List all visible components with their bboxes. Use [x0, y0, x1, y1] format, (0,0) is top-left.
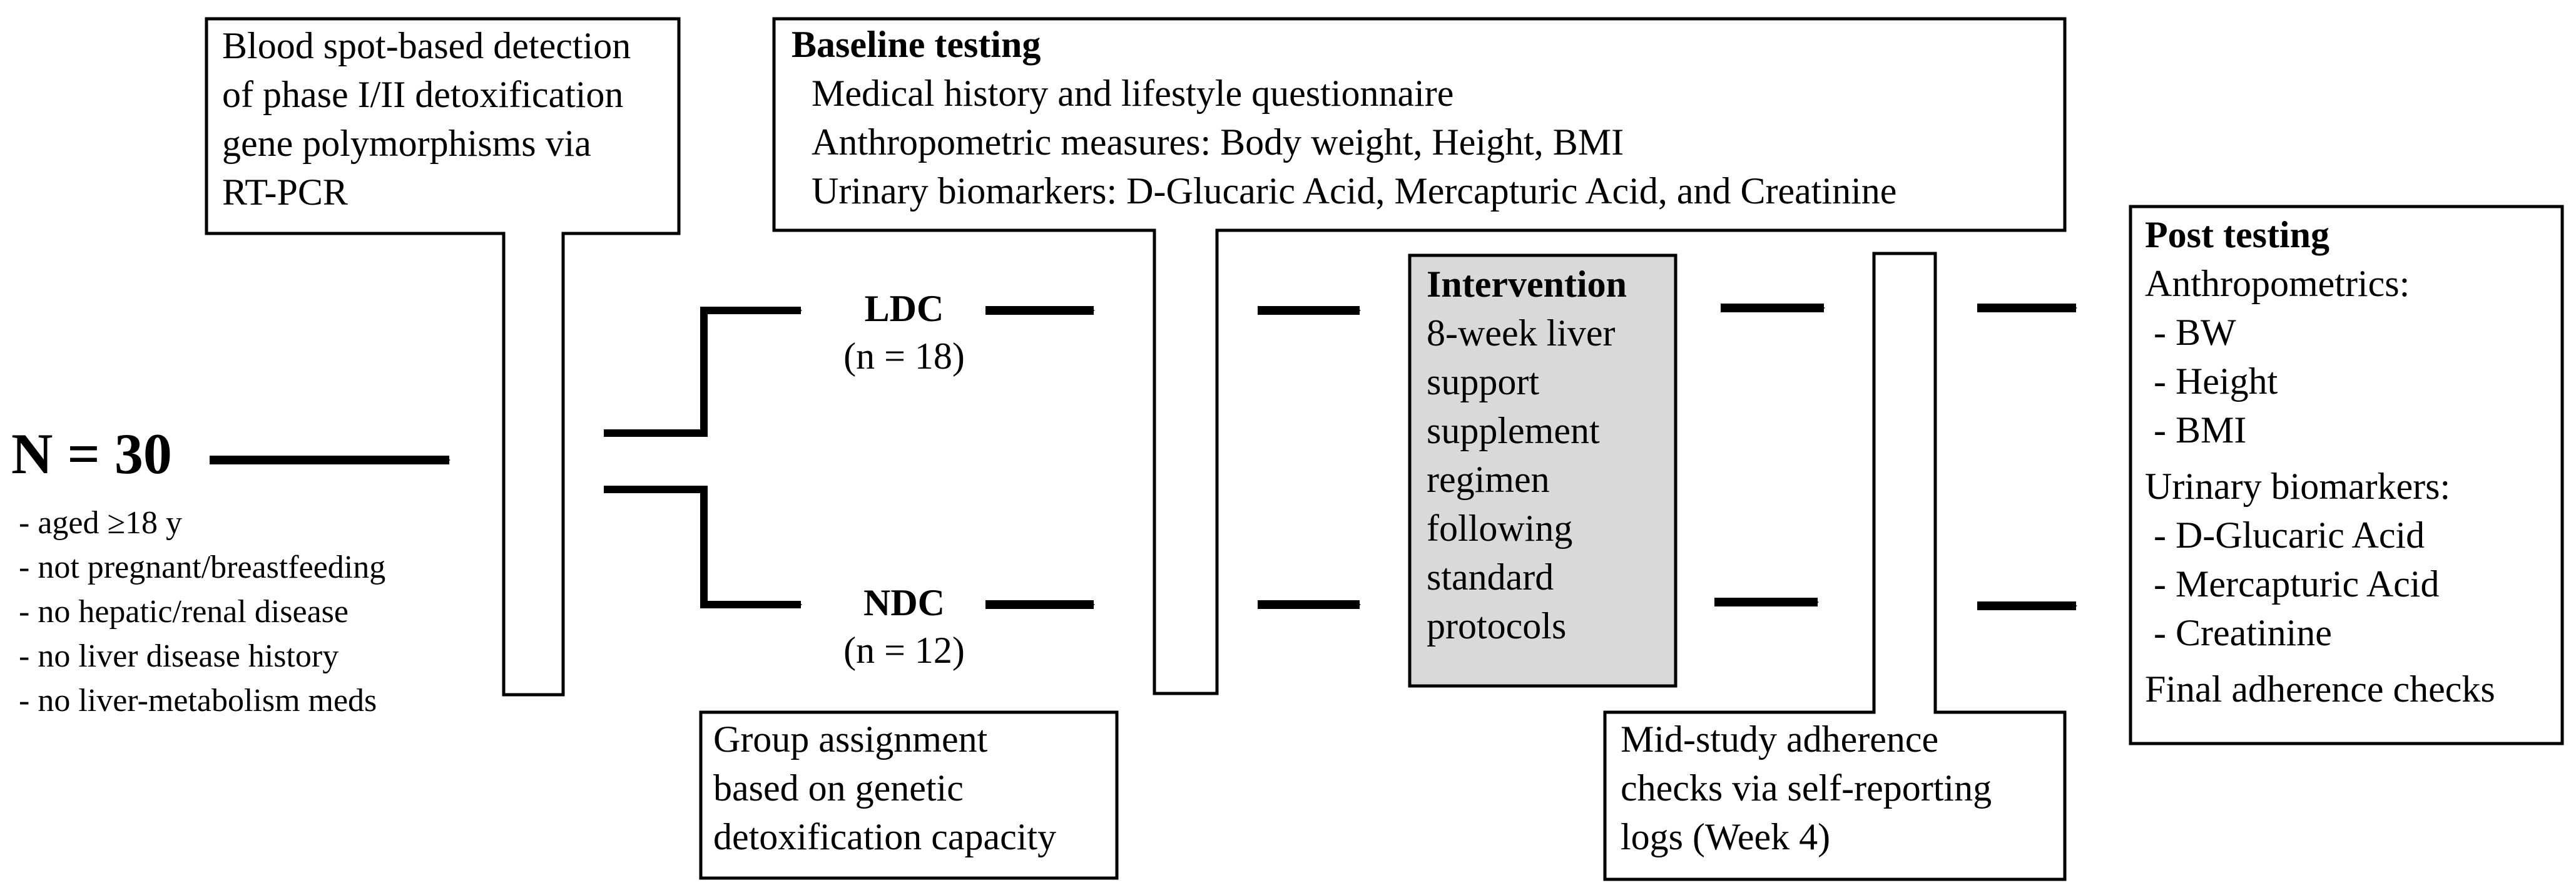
- ldc-group: LDC (n = 18): [813, 285, 995, 380]
- criteria-item: - no hepatic/renal disease: [19, 594, 349, 630]
- post-urinary-item: - Mercapturic Acid: [2154, 563, 2440, 605]
- ldc-count: (n = 18): [843, 335, 965, 377]
- intervention-text: Intervention 8-week liver support supple…: [1427, 260, 1627, 650]
- baseline-text: Baseline testing Medical history and lif…: [792, 20, 1896, 215]
- criteria-item: - not pregnant/breastfeeding: [19, 550, 386, 585]
- screening-box-outline: [205, 17, 681, 697]
- midstudy-line: checks via self-reporting: [1621, 767, 1992, 809]
- assignment-line: detoxification capacity: [713, 816, 1057, 857]
- baseline-line: Anthropometric measures: Body weight, He…: [812, 121, 1624, 163]
- post-text: Post testing Anthropometrics: - BW - Hei…: [2145, 210, 2495, 713]
- criteria-item: - aged ≥18 y: [19, 505, 183, 541]
- intervention-title: Intervention: [1427, 263, 1627, 305]
- intervention-line: supplement: [1427, 410, 1600, 451]
- assignment-box-outline: [699, 710, 1119, 880]
- midstudy-line: logs (Week 4): [1621, 816, 1831, 857]
- baseline-line: Urinary biomarkers: D-Glucaric Acid, Mer…: [812, 170, 1897, 212]
- split-lower: [604, 486, 802, 608]
- post-anthro-item: - BMI: [2154, 409, 2247, 451]
- criteria-item: - no liver disease history: [19, 638, 339, 674]
- intervention-box-outline: [1408, 253, 1677, 688]
- cohort-title: N = 30: [11, 422, 172, 486]
- post-urinary-label: Urinary biomarkers:: [2145, 466, 2451, 507]
- baseline-title: Baseline testing: [792, 24, 1041, 65]
- intervention-line: regimen: [1427, 459, 1550, 500]
- ndc-count: (n = 12): [843, 630, 965, 671]
- screening-line: of phase I/II detoxification: [222, 74, 624, 115]
- midstudy-text: Mid-study adherence checks via self-repo…: [1621, 715, 1992, 861]
- assignment-line: Group assignment: [713, 719, 988, 760]
- post-anthro-item: - BW: [2154, 312, 2236, 353]
- intervention-line: standard: [1427, 556, 1554, 598]
- intervention-line: 8-week liver: [1427, 312, 1616, 354]
- screening-line: Blood spot-based detection: [222, 25, 631, 66]
- midstudy-box-outline: [1603, 252, 2067, 881]
- screening-line: gene polymorphisms via: [222, 123, 591, 164]
- post-title: Post testing: [2145, 214, 2329, 255]
- cohort-criteria: - aged ≥18 y - not pregnant/breastfeedin…: [19, 501, 385, 723]
- ndc-label: NDC: [863, 582, 945, 623]
- assignment-text: Group assignment based on genetic detoxi…: [713, 715, 1056, 861]
- baseline-box-outline: [772, 17, 2067, 695]
- split-upper: [604, 307, 802, 437]
- post-box-outline: [2129, 205, 2564, 745]
- intervention-line: following: [1427, 508, 1573, 549]
- post-anthro-item: - Height: [2154, 361, 2278, 402]
- post-urinary-item: - Creatinine: [2154, 612, 2332, 653]
- screening-line: RT-PCR: [222, 171, 348, 213]
- screening-text: Blood spot-based detection of phase I/II…: [222, 21, 631, 217]
- ndc-group: NDC (n = 12): [813, 579, 995, 674]
- post-anthro-label: Anthropometrics:: [2145, 263, 2410, 304]
- post-final: Final adherence checks: [2145, 668, 2495, 710]
- criteria-item: - no liver-metabolism meds: [19, 683, 377, 719]
- intervention-line: protocols: [1427, 605, 1567, 647]
- assignment-line: based on genetic: [713, 767, 964, 809]
- ldc-label: LDC: [864, 288, 944, 329]
- post-urinary-item: - D-Glucaric Acid: [2154, 514, 2425, 556]
- midstudy-line: Mid-study adherence: [1621, 719, 1939, 760]
- intervention-line: support: [1427, 361, 1539, 402]
- baseline-line: Medical history and lifestyle questionna…: [812, 73, 1454, 114]
